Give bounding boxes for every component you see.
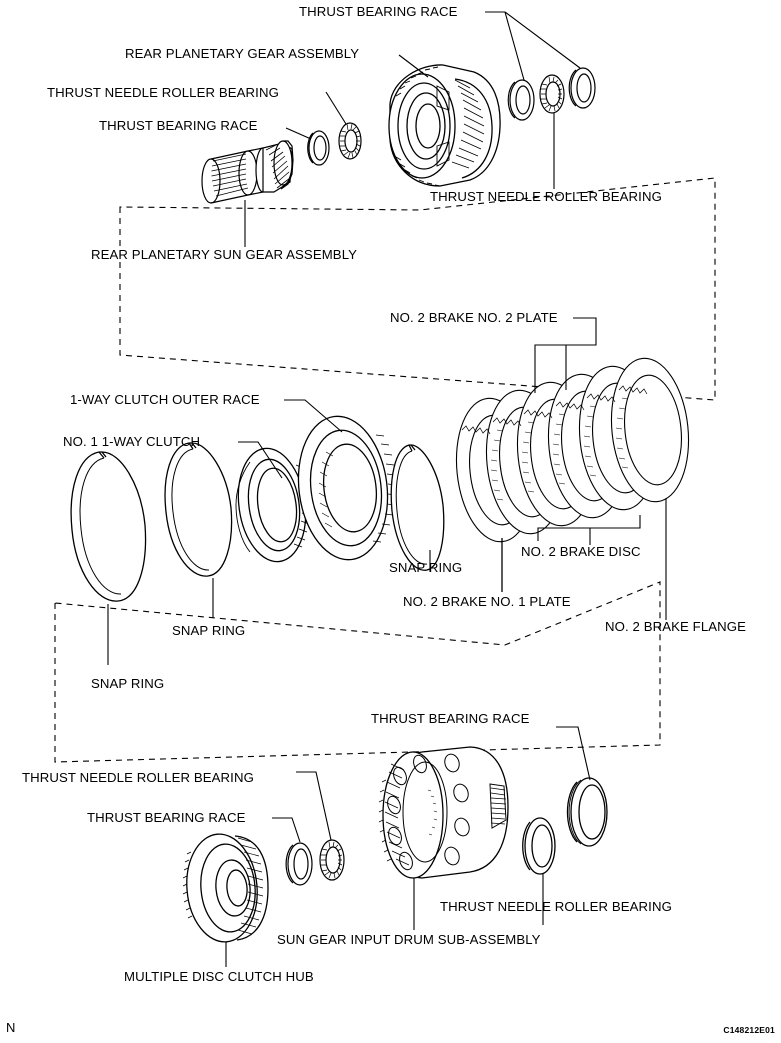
label-sun-gear-input-drum-sub-assembly: SUN GEAR INPUT DRUM SUB-ASSEMBLY [277,932,541,947]
thrust-bearing-race-part-1a [507,79,535,121]
no2-brake-stack [455,357,690,543]
label-no2-brake-no2-plate: NO. 2 BRAKE NO. 2 PLATE [390,310,558,325]
leader-thrust-needle-roller-bearing-1 [325,91,347,125]
group-boundary-2 [54,581,661,763]
label-thrust-needle-roller-bearing-1: THRUST NEEDLE ROLLER BEARING [47,85,279,100]
leader-no1-one-way-clutch [238,441,283,479]
leader-thrust-bearing-race-top [485,11,581,81]
thrust-bearing-race-part-3 [285,842,313,886]
label-thrust-bearing-race-3: THRUST BEARING RACE [87,810,246,825]
multiple-disc-clutch-hub-part [182,833,269,943]
one-way-clutch-outer-race-part [297,415,397,561]
label-rear-planetary-sun-gear-assembly: REAR PLANETARY SUN GEAR ASSEMBLY [91,247,358,262]
label-thrust-bearing-race-2: THRUST BEARING RACE [99,118,258,133]
label-no2-brake-no1-plate: NO. 2 BRAKE NO. 1 PLATE [403,594,571,609]
thrust-bearing-race-part-2 [307,130,330,166]
no1-one-way-clutch-part [235,447,311,563]
leader-thrust-bearing-race-2 [285,127,312,140]
leader-rear-planetary-gear-assembly [398,54,429,78]
snap-ring-part-2 [164,442,233,577]
orientation-marker: N [6,1020,16,1035]
label-snap-ring-2: SNAP RING [172,623,246,638]
thrust-needle-roller-bearing-part-2 [539,74,565,114]
label-thrust-needle-roller-bearing-2: THRUST NEEDLE ROLLER BEARING [430,189,662,204]
figure-code: C148212E01 [723,1025,775,1035]
thrust-needle-roller-bearing-part-4 [522,817,556,875]
label-no1-one-way-clutch: NO. 1 1-WAY CLUTCH [63,434,201,449]
snap-ring-part-3 [390,444,445,571]
label-no2-brake-flange: NO. 2 BRAKE FLANGE [605,619,747,634]
label-multiple-disc-clutch-hub: MULTIPLE DISC CLUTCH HUB [124,969,314,984]
group-boundary-1 [119,177,716,401]
rear-planetary-sun-gear-assembly-part [201,140,294,204]
label-thrust-bearing-race-4: THRUST BEARING RACE [371,711,530,726]
label-thrust-bearing-race-top: THRUST BEARING RACE [299,4,458,19]
leader-one-way-clutch-outer-race [284,399,343,433]
leader-no2-brake-no2-plate [534,317,597,393]
label-thrust-needle-roller-bearing-3: THRUST NEEDLE ROLLER BEARING [22,770,254,785]
thrust-bearing-race-part-4 [566,777,608,847]
label-snap-ring-1: SNAP RING [91,676,165,691]
thrust-bearing-race-part-1b [568,67,596,109]
label-one-way-clutch-outer-race: 1-WAY CLUTCH OUTER RACE [70,392,260,407]
snap-ring-part-1 [70,451,147,602]
rear-planetary-gear-assembly-part [388,64,501,187]
label-snap-ring-3: SNAP RING [389,560,463,575]
thrust-needle-roller-bearing-part-3 [319,839,345,881]
label-rear-planetary-gear-assembly: REAR PLANETARY GEAR ASSEMBLY [125,46,360,61]
leader-thrust-needle-roller-bearing-3 [296,771,332,841]
label-no2-brake-disc: NO. 2 BRAKE DISC [521,544,641,559]
leader-thrust-bearing-race-3 [272,817,301,843]
leader-thrust-bearing-race-4 [556,726,591,781]
label-thrust-needle-roller-bearing-4: THRUST NEEDLE ROLLER BEARING [440,899,672,914]
sun-gear-input-drum-sub-assembly-part [378,746,509,879]
thrust-needle-roller-bearing-part-1 [338,122,362,160]
leader-no2-brake-disc [537,515,641,545]
